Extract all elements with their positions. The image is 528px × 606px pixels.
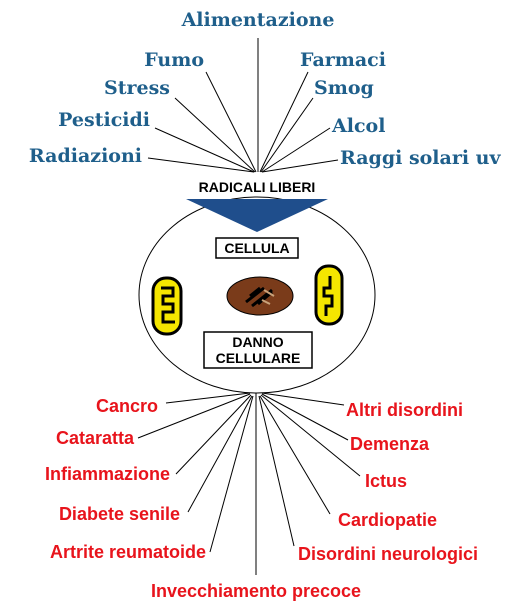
nucleus: [227, 277, 293, 315]
ray-diabete: [188, 396, 252, 512]
mitochondrion-left: [153, 278, 181, 334]
ray-demenza: [262, 394, 348, 440]
effect-invecchiamento-precoce: Invecchiamento precoce: [151, 581, 361, 601]
ray-altri: [262, 393, 344, 405]
ray-farmaci: [260, 72, 308, 172]
effect-artrite-reumatoide: Artrite reumatoide: [50, 542, 206, 562]
mitochondrion-right: [316, 266, 342, 324]
ray-fumo: [206, 72, 256, 172]
effect-infiammazione: Infiammazione: [45, 464, 170, 484]
cause-alcol: Alcol: [331, 115, 385, 137]
cause-pesticidi: Pesticidi: [58, 109, 150, 131]
ray-stress: [175, 98, 255, 172]
ray-disordini: [259, 396, 294, 546]
ray-raggi: [262, 160, 338, 172]
ray-cancro: [166, 393, 250, 403]
effect-cataratta: Cataratta: [56, 428, 135, 448]
cause-farmaci: Farmaci: [300, 49, 386, 71]
radicali-liberi-label: RADICALI LIBERI: [199, 179, 316, 195]
ray-smog: [261, 98, 313, 172]
effect-cancro: Cancro: [96, 396, 158, 416]
cellula-label: CELLULA: [224, 240, 289, 256]
ray-artrite: [210, 396, 253, 552]
cause-smog: Smog: [314, 77, 374, 99]
effect-ictus: Ictus: [365, 471, 407, 491]
effect-diabete-senile: Diabete senile: [59, 504, 180, 524]
cause-stress: Stress: [104, 77, 170, 99]
effect-disordini-neurologici: Disordini neurologici: [298, 544, 478, 564]
cause-alimentazione: Alimentazione: [181, 9, 335, 31]
cause-radiazioni: Radiazioni: [29, 145, 142, 167]
ray-cardiopatie: [260, 396, 330, 514]
ray-alcol: [262, 128, 330, 172]
cause-fumo: Fumo: [144, 49, 204, 71]
effect-cardiopatie: Cardiopatie: [338, 510, 437, 530]
cellulare-label: CELLULARE: [216, 350, 301, 366]
effect-altri-disordini: Altri disordini: [346, 400, 463, 420]
ray-infiammazione: [176, 395, 251, 474]
danno-label: DANNO: [232, 334, 283, 350]
effect-demenza: Demenza: [350, 434, 430, 454]
cause-raggi-solari: Raggi solari uv: [340, 147, 501, 169]
